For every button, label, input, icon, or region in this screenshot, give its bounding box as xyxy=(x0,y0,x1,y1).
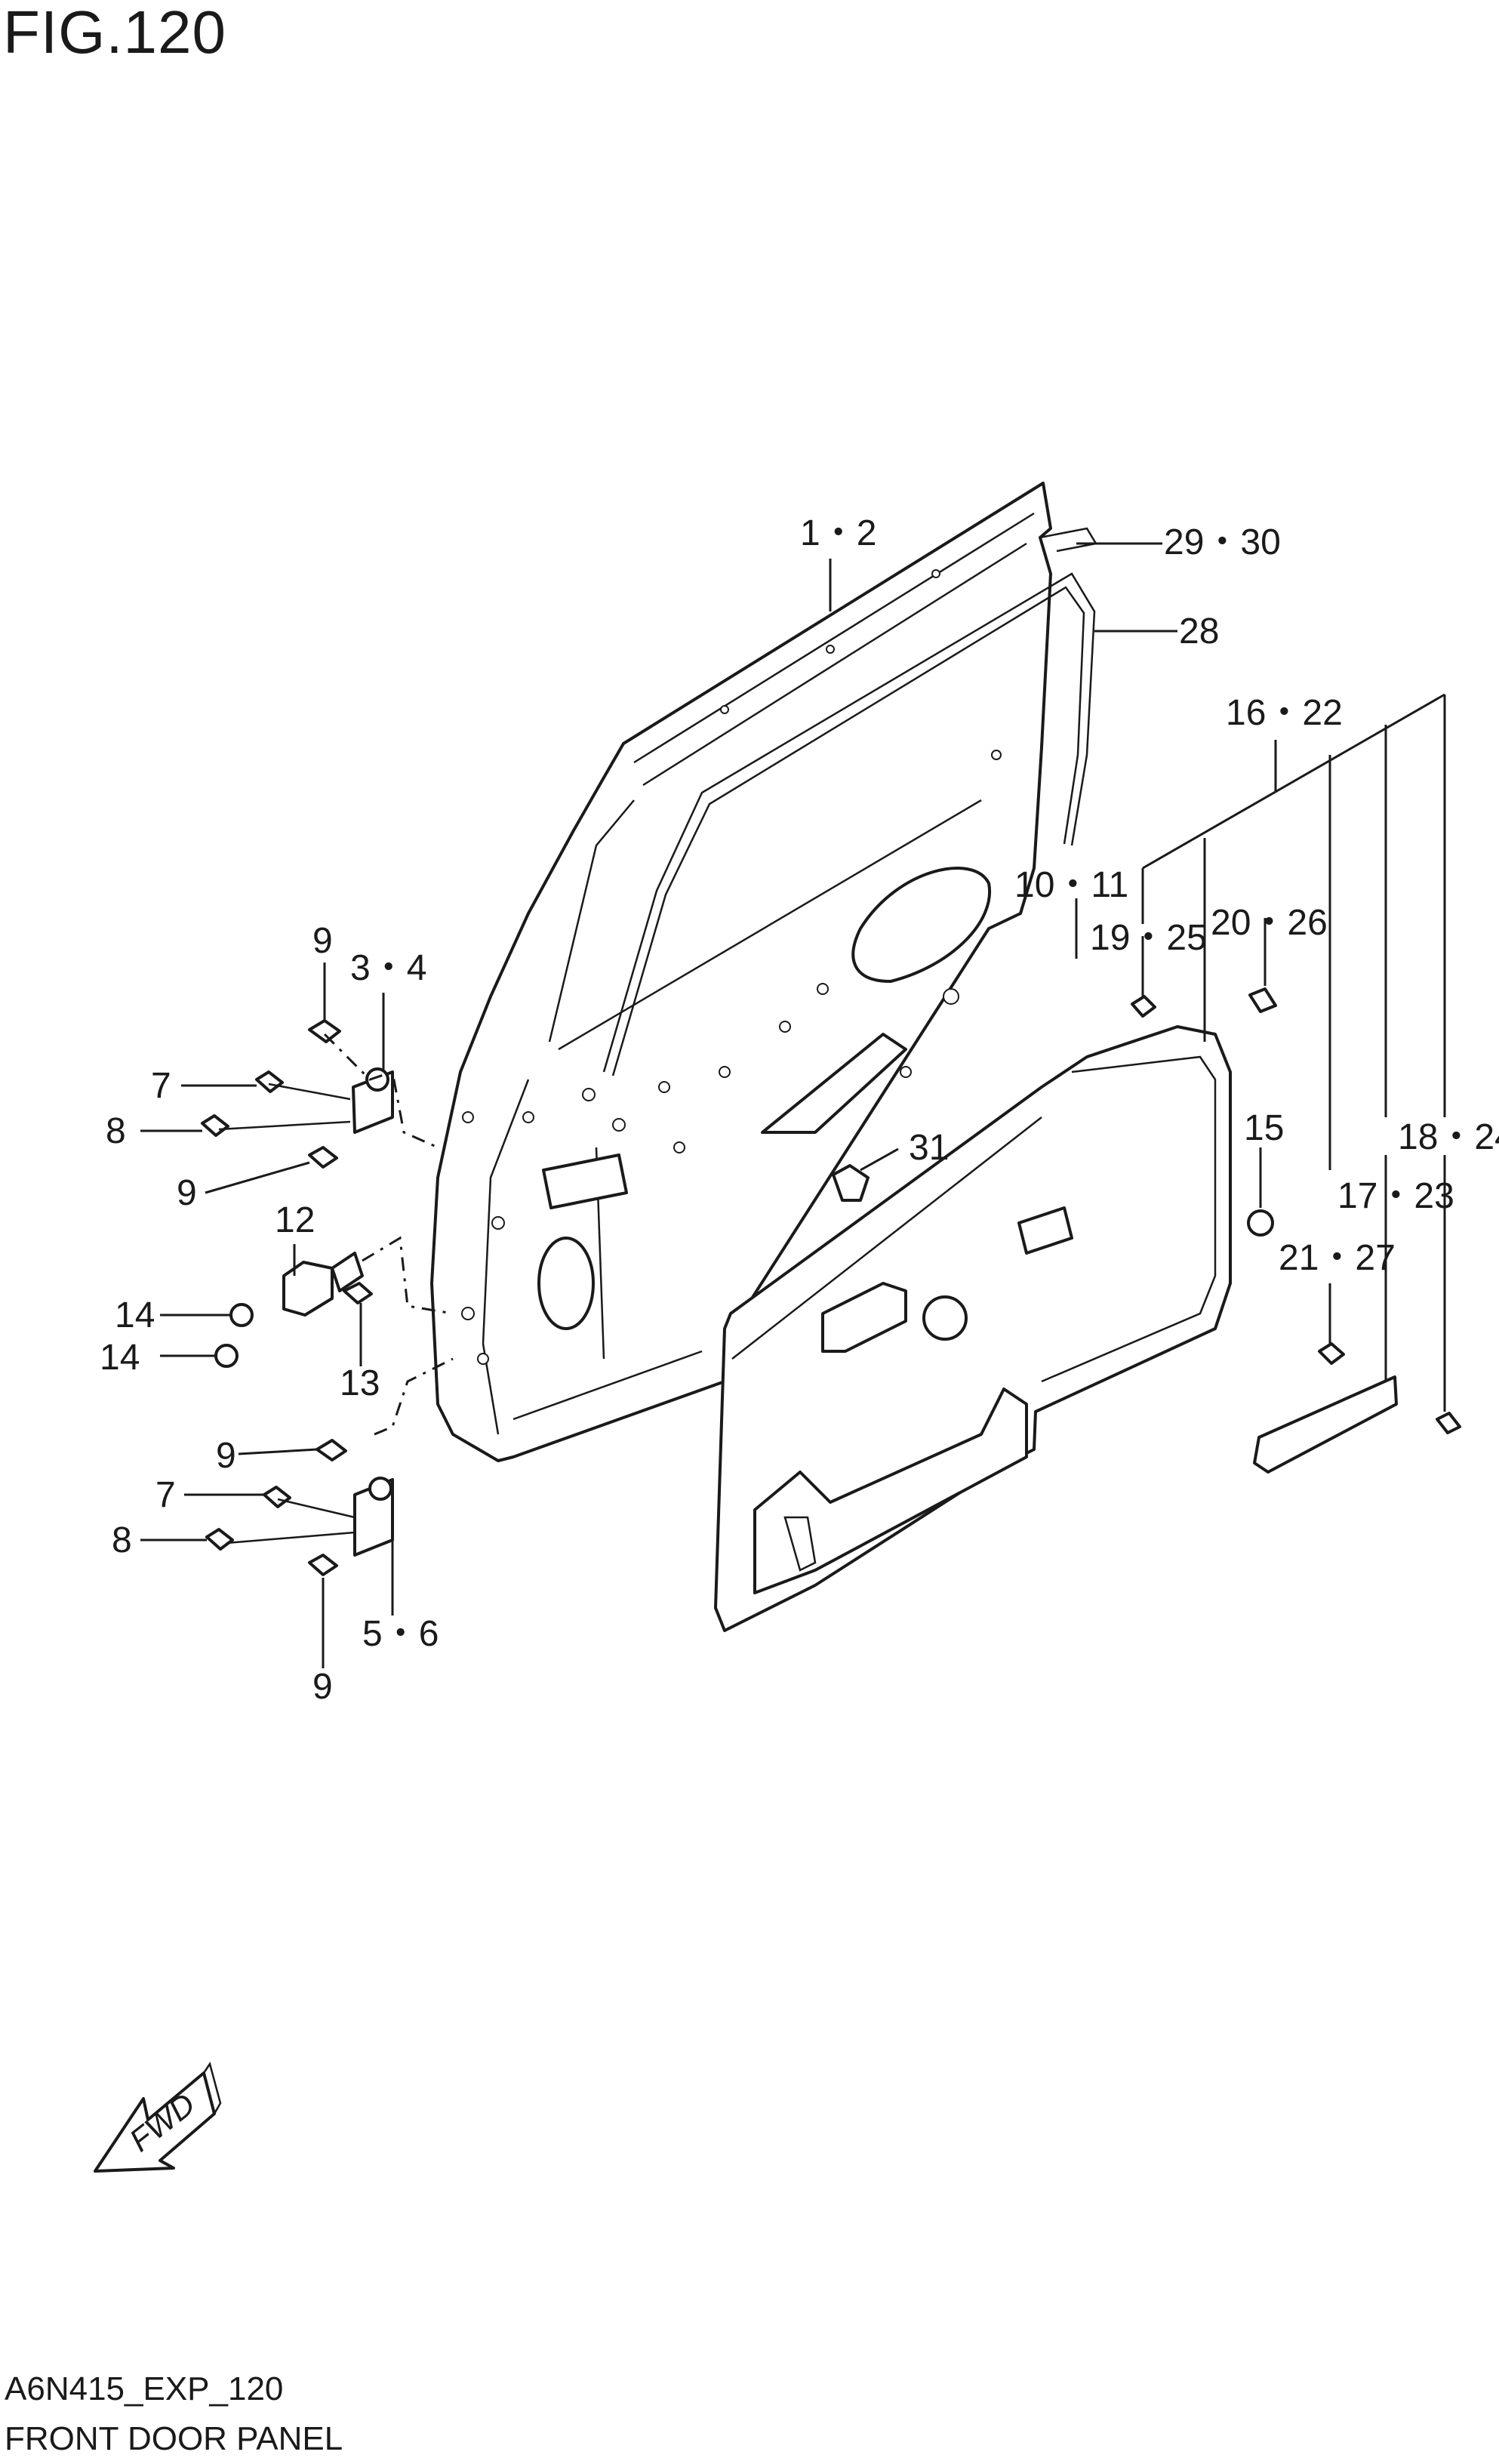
callout-8-low: 8 xyxy=(112,1520,132,1560)
callout-15: 15 xyxy=(1244,1108,1284,1148)
callout-12: 12 xyxy=(275,1200,315,1240)
callout-8-top: 8 xyxy=(106,1111,126,1151)
callout-20-26: 20・26 xyxy=(1211,903,1328,943)
callout-1-2: 1・2 xyxy=(800,513,876,553)
door-shell xyxy=(430,482,1052,1462)
diagram-name: FRONT DOOR PANEL xyxy=(5,2420,343,2457)
lower-hinge xyxy=(205,1357,454,1576)
callout-5-6: 5・6 xyxy=(362,1614,439,1654)
callout-16-22: 16・22 xyxy=(1226,693,1343,733)
callout-14-b: 14 xyxy=(100,1338,140,1378)
callout-28: 28 xyxy=(1179,611,1219,651)
callout-14-a: 14 xyxy=(115,1295,155,1335)
callout-labels: 1・2 29・30 28 16・22 10・11 19・25 20・26 9 3… xyxy=(100,513,1499,1707)
callout-13: 13 xyxy=(340,1363,380,1403)
callout-10-11: 10・11 xyxy=(1014,865,1128,905)
door-weatherstrip xyxy=(602,527,1097,1076)
callout-9-low: 9 xyxy=(216,1436,236,1476)
callout-7-low: 7 xyxy=(155,1475,176,1515)
callout-19-25: 19・25 xyxy=(1090,918,1207,958)
callout-3-4: 3・4 xyxy=(350,948,426,988)
figure-title: FIG.120 xyxy=(3,0,227,66)
callout-9-bottom: 9 xyxy=(312,1667,333,1707)
leader-lines xyxy=(140,542,1446,1668)
door-checker xyxy=(214,1236,454,1368)
callout-31: 31 xyxy=(909,1128,949,1168)
callout-21-27: 21・27 xyxy=(1279,1238,1396,1278)
fasteners-right xyxy=(832,987,1461,1474)
callout-29-30: 29・30 xyxy=(1164,522,1281,562)
diagram-code: A6N415_EXP_120 xyxy=(5,2370,284,2407)
callout-9-mid: 9 xyxy=(177,1173,197,1213)
callout-17-23: 17・23 xyxy=(1337,1176,1454,1216)
callout-7-top: 7 xyxy=(151,1066,171,1106)
door-trim-panel xyxy=(714,1025,1232,1632)
callout-9-top: 9 xyxy=(312,921,333,961)
fwd-arrow-icon: FWD xyxy=(94,2062,222,2173)
upper-hinge xyxy=(201,1019,439,1169)
callout-18-24: 18・24 xyxy=(1398,1117,1499,1157)
